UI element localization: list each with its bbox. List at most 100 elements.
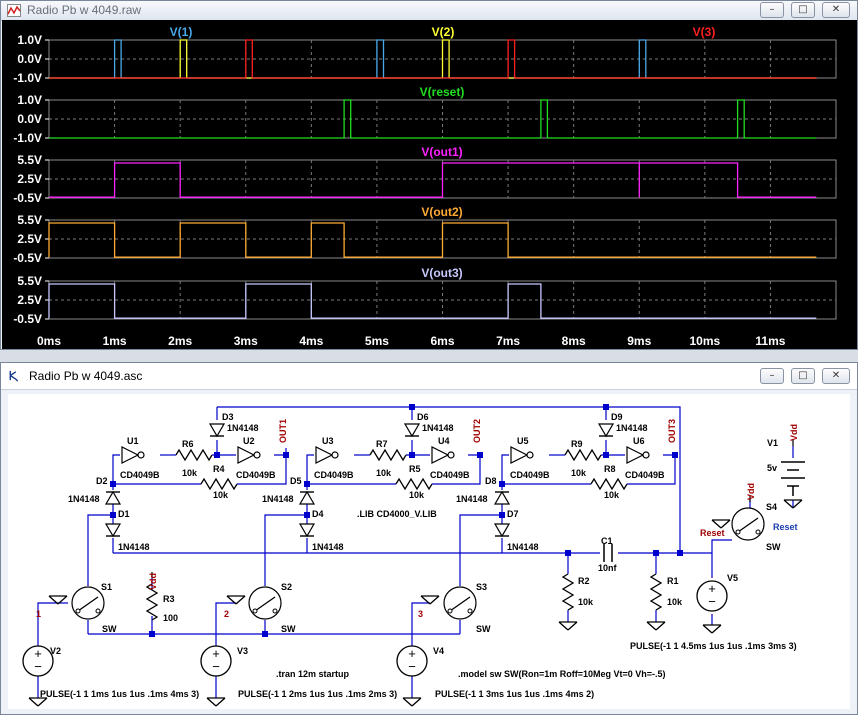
label-d7-type: 1N4148 bbox=[507, 542, 539, 552]
label-d5-type: 1N4148 bbox=[262, 494, 294, 504]
label-c1-val: 10nf bbox=[598, 563, 618, 573]
label-r6-val: 10k bbox=[182, 468, 198, 478]
series-title-v1: V(1) bbox=[170, 25, 193, 39]
label-s4: S4 bbox=[766, 502, 777, 512]
waveform-plots: 1.0V0.0V-1.0VV(1)V(2)V(3)1.0V0.0V-1.0VV(… bbox=[13, 25, 837, 348]
label-v3-pulse: PULSE(-1 1 2ms 1us 1us .1ms 2ms 3) bbox=[238, 689, 397, 699]
net-reset: Reset bbox=[700, 528, 725, 538]
series-title-v3: V(3) bbox=[693, 25, 716, 39]
x-tick-label: 4ms bbox=[299, 334, 323, 348]
label-v1-val: 5v bbox=[767, 463, 777, 473]
label-d4-type: 1N4148 bbox=[312, 542, 344, 552]
schematic-titlebar[interactable]: Radio Pb w 4049.asc – □ ✕ bbox=[1, 363, 857, 390]
label-r9-val: 10k bbox=[571, 468, 587, 478]
maximize-button[interactable]: □ bbox=[791, 2, 815, 18]
label-u4: U4 bbox=[438, 436, 450, 446]
label-u2: U2 bbox=[243, 436, 255, 446]
capacitor-c1 bbox=[603, 544, 613, 562]
x-tick-label: 8ms bbox=[562, 334, 586, 348]
label-u6-type: CD4049B bbox=[625, 470, 665, 480]
x-tick-label: 2ms bbox=[168, 334, 192, 348]
x-tick-label: 7ms bbox=[496, 334, 520, 348]
y-tick-label: 0.0V bbox=[17, 112, 42, 126]
maximize-button[interactable]: □ bbox=[791, 368, 815, 384]
label-r4: R4 bbox=[213, 464, 225, 474]
x-tick-label: 6ms bbox=[430, 334, 454, 348]
y-tick-label: -1.0V bbox=[13, 131, 42, 145]
label-s4-model: SW bbox=[766, 542, 781, 552]
y-tick-label: 0.0V bbox=[17, 52, 42, 66]
label-u5: U5 bbox=[517, 436, 529, 446]
net-vdd-s4: Vdd bbox=[746, 483, 756, 500]
label-s3-model: SW bbox=[476, 624, 491, 634]
y-tick-label: 2.5V bbox=[17, 232, 42, 246]
series-title-vout2: V(out2) bbox=[421, 205, 462, 219]
x-tick-label: 3ms bbox=[234, 334, 258, 348]
waveform-icon bbox=[7, 4, 21, 17]
label-v4-pulse: PULSE(-1 1 3ms 1us 1us .1ms 4ms 2) bbox=[435, 689, 594, 699]
label-d6: D6 bbox=[417, 412, 429, 422]
label-d8-type: 1N4148 bbox=[456, 494, 488, 504]
label-d2: D2 bbox=[96, 476, 108, 486]
waveform-window-title: Radio Pb w 4049.raw bbox=[27, 3, 142, 17]
y-tick-label: 5.5V bbox=[17, 213, 42, 227]
label-u5-type: CD4049B bbox=[510, 470, 550, 480]
series-title-vout1: V(out1) bbox=[421, 145, 462, 159]
label-d6-type: 1N4148 bbox=[422, 423, 454, 433]
label-r8: R8 bbox=[604, 464, 616, 474]
label-s4-reset: Reset bbox=[773, 522, 798, 532]
label-s3: S3 bbox=[476, 582, 487, 592]
schematic-canvas[interactable]: + − bbox=[8, 394, 850, 709]
label-v3: V3 bbox=[237, 646, 248, 656]
close-button[interactable]: ✕ bbox=[822, 368, 850, 384]
schematic-drawing: + − bbox=[22, 404, 805, 707]
series-line-vout3 bbox=[48, 283, 817, 319]
label-r5-val: 10k bbox=[409, 490, 425, 500]
x-tick-label: 9ms bbox=[627, 334, 651, 348]
label-v1: V1 bbox=[767, 438, 778, 448]
label-d9-type: 1N4148 bbox=[616, 423, 648, 433]
minimize-button[interactable]: – bbox=[760, 2, 784, 18]
net-vdd-r3: Vdd bbox=[148, 573, 158, 590]
waveform-titlebar[interactable]: Radio Pb w 4049.raw – □ ✕ bbox=[1, 1, 857, 21]
y-tick-label: 2.5V bbox=[17, 172, 42, 186]
label-v5: V5 bbox=[727, 573, 738, 583]
label-r8-val: 10k bbox=[604, 490, 620, 500]
label-d1-type: 1N4148 bbox=[118, 542, 150, 552]
label-v4: V4 bbox=[433, 646, 444, 656]
label-u3-type: CD4049B bbox=[314, 470, 354, 480]
waveform-window: Radio Pb w 4049.raw – □ ✕ 1.0V 0.0V -1.0V V… bbox=[0, 0, 858, 350]
label-u3: U3 bbox=[322, 436, 334, 446]
y-tick-label: 1.0V bbox=[17, 93, 42, 107]
close-button[interactable]: ✕ bbox=[822, 2, 850, 18]
label-r1: R1 bbox=[667, 576, 679, 586]
label-v2-pulse: PULSE(-1 1 1ms 1us 1us .1ms 4ms 3) bbox=[40, 689, 199, 699]
schematic-icon bbox=[9, 370, 19, 382]
net-vdd-v1: Vdd bbox=[789, 424, 799, 441]
label-u1: U1 bbox=[127, 436, 139, 446]
net-out2: OUT2 bbox=[472, 419, 482, 443]
y-tick-label: -0.5V bbox=[13, 312, 42, 326]
minimize-button[interactable]: – bbox=[760, 368, 784, 384]
x-tick-label: 11ms bbox=[755, 334, 785, 348]
directive-lib: .LIB CD4000_V.LIB bbox=[357, 509, 437, 519]
label-u2-type: CD4049B bbox=[236, 470, 276, 480]
x-tick-label: 0ms bbox=[37, 334, 61, 348]
x-tick-label: 1ms bbox=[103, 334, 127, 348]
label-r5: R5 bbox=[409, 464, 421, 474]
label-r7-val: 10k bbox=[376, 468, 392, 478]
series-line-v1 bbox=[49, 39, 817, 79]
net-out3: OUT3 bbox=[667, 419, 677, 443]
label-d7: D7 bbox=[507, 509, 519, 519]
x-tick-label: 10ms bbox=[689, 334, 720, 348]
directive-model: .model sw SW(Ron=1m Roff=10Meg Vt=0 Vh=-… bbox=[458, 669, 666, 679]
label-s1: S1 bbox=[101, 582, 112, 592]
label-r6: R6 bbox=[182, 439, 194, 449]
y-tick-label: -0.5V bbox=[13, 191, 42, 205]
label-c1: C1 bbox=[601, 536, 613, 546]
label-d8: D8 bbox=[485, 476, 497, 486]
y-tick-label: -0.5V bbox=[13, 251, 42, 265]
label-s2: S2 bbox=[281, 582, 292, 592]
label-v5-pulse: PULSE(-1 1 4.5ms 1us 1us .1ms 3ms 3) bbox=[630, 641, 797, 651]
